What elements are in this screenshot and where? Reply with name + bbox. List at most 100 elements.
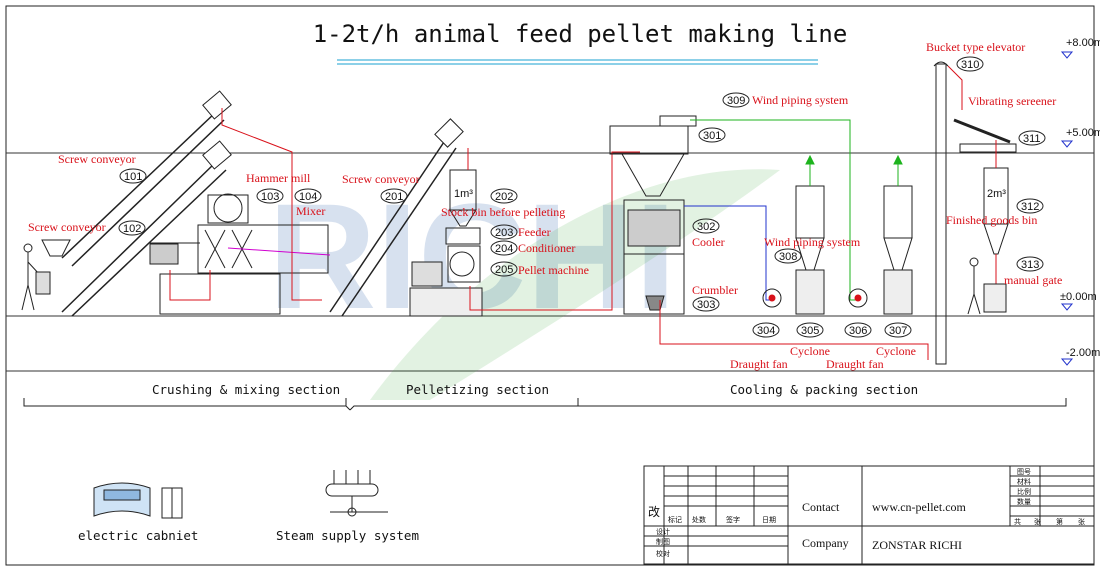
num-203: 203 [495, 227, 513, 239]
red-pipe-to-cooler [469, 151, 640, 311]
tag-305 [796, 322, 824, 338]
label-cooler: Cooler [692, 235, 725, 249]
level-5m: +5.00m [1066, 127, 1100, 139]
num-301: 301 [703, 130, 721, 142]
level-minus-2m: -2.00m [1066, 347, 1100, 359]
tb-company-label: Company [802, 536, 849, 550]
red-pipe-elevator [947, 65, 963, 110]
tag-306 [844, 322, 872, 338]
screw-conveyor-102 [61, 140, 232, 317]
num-307: 307 [889, 325, 907, 337]
num-310: 310 [961, 59, 979, 71]
label-screw-conveyor-101: Screw conveyor [58, 152, 136, 166]
level-8m: +8.00m [1066, 37, 1100, 49]
bin-volume-2m3: 2m³ [987, 188, 1006, 200]
tag-104 [294, 188, 322, 204]
num-204: 204 [495, 243, 513, 255]
label-draught-fan-304: Draught fan [730, 357, 788, 371]
magenta-line [227, 247, 331, 256]
green-pipe-cooler [690, 119, 858, 301]
cyclone-305 [795, 154, 825, 315]
tag-310 [956, 56, 984, 72]
level-0m: ±0.00m [1060, 291, 1097, 303]
num-201: 201 [385, 191, 403, 203]
tb-right-3: 数量 [1017, 497, 1031, 506]
label-manual-gate: manual gate [1004, 273, 1062, 287]
tb-head-2: 签字 [726, 515, 740, 524]
screw-conveyor-201 [329, 118, 464, 317]
tag-303 [692, 296, 720, 312]
elevator-301-bin [609, 115, 697, 197]
tb-head-0: 标记 [668, 515, 682, 524]
tb-contact-label: Contact [802, 500, 840, 514]
num-308: 308 [779, 251, 797, 263]
num-313: 313 [1021, 259, 1039, 271]
label-cyclone-307: Cyclone [876, 344, 916, 358]
hammer-mill [207, 193, 249, 224]
intake-hopper [41, 239, 71, 257]
tb-right-2: 比例 [1017, 487, 1031, 496]
label-screw-conveyor-201: Screw conveyor [342, 172, 420, 186]
tag-313 [1016, 256, 1044, 272]
num-302: 302 [697, 221, 715, 233]
tag-202 [490, 188, 518, 204]
tb-right-0: 图号 [1017, 468, 1031, 476]
label-crumbler: Crumbler [692, 283, 738, 297]
cyclone-307 [883, 154, 913, 315]
tb-head-3: 日期 [762, 516, 776, 524]
brace-crushing [23, 398, 351, 411]
steam-system-icon [325, 470, 388, 517]
label-conditioner: Conditioner [518, 241, 575, 255]
vibrating-screener [953, 118, 1017, 153]
page-title: 1-2t/h animal feed pellet making line [313, 20, 848, 48]
stock-bin-202 [449, 169, 477, 227]
num-101: 101 [124, 171, 142, 183]
level-markers [1060, 51, 1074, 366]
num-103: 103 [261, 191, 279, 203]
draught-fan-304 [762, 288, 782, 308]
legend-steam: Steam supply system [276, 528, 419, 543]
num-102: 102 [123, 223, 141, 235]
brace-cooling [578, 398, 1067, 407]
tag-201 [380, 188, 408, 204]
tb-left-1: 制图 [656, 537, 670, 546]
legend-electric: electric cabniet [78, 528, 198, 543]
section-crushing-mixing: Crushing & mixing section [152, 382, 340, 397]
tag-205 [490, 261, 518, 277]
label-feeder: Feeder [518, 225, 551, 239]
label-pellet-machine: Pellet machine [518, 263, 589, 277]
tag-311 [1018, 130, 1046, 146]
num-305: 305 [801, 325, 819, 337]
section-pelletizing: Pelletizing section [406, 382, 549, 397]
label-draught-fan-306: Draught fan [826, 357, 884, 371]
tb-rb-0: 共 [1014, 517, 1021, 526]
tag-301 [698, 127, 726, 143]
tb-gai: 改 [648, 505, 660, 519]
brace-pelletizing [349, 398, 579, 411]
draught-fan-306 [848, 288, 868, 308]
tb-rb-1: 张 [1034, 517, 1041, 526]
finished-goods-bin [983, 167, 1009, 255]
tag-308 [774, 248, 802, 264]
num-104: 104 [299, 191, 317, 203]
title-block [643, 465, 1095, 565]
tb-rb-3: 张 [1078, 517, 1085, 526]
num-303: 303 [697, 299, 715, 311]
red-pipe-mixer [169, 270, 211, 301]
tag-204 [490, 240, 518, 256]
mixer [149, 224, 329, 315]
frame [5, 5, 1095, 566]
num-205: 205 [495, 264, 513, 276]
num-312: 312 [1021, 201, 1039, 213]
tag-312 [1016, 198, 1044, 214]
tag-302 [692, 218, 720, 234]
tb-company-value: ZONSTAR RICHI [872, 538, 962, 552]
red-pipe-crushing [221, 108, 322, 301]
blue-pipe [684, 205, 770, 301]
label-bucket-elevator: Bucket type elevator [926, 40, 1025, 54]
tag-304 [752, 322, 780, 338]
tag-309 [722, 92, 750, 108]
num-202: 202 [495, 191, 513, 203]
tag-101 [119, 168, 147, 184]
section-cooling-packing: Cooling & packing section [730, 382, 918, 397]
